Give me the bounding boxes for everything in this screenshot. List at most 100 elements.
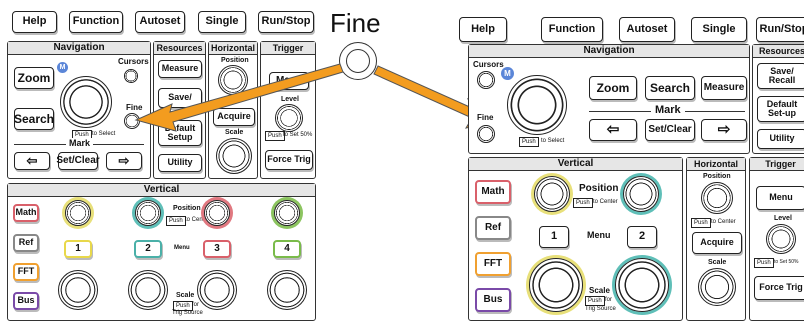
r-save-recall-button[interactable]: Save/ Recall: [757, 63, 804, 89]
ch3-scale-knob[interactable]: [197, 270, 237, 310]
ch2-position-knob[interactable]: [135, 200, 161, 226]
single-button[interactable]: Single: [198, 11, 246, 33]
r-ch2-position-knob[interactable]: [623, 176, 659, 212]
r-utility-button[interactable]: Utility: [757, 129, 804, 149]
r-v-trig-source-label: Trig Source: [585, 306, 616, 312]
r-h-scale-knob[interactable]: [698, 268, 736, 306]
r-horizontal-title: Horizontal: [687, 158, 745, 171]
search-button[interactable]: Search: [14, 108, 54, 130]
acquire-button[interactable]: Acquire: [213, 108, 255, 126]
v-push-for-label: Push: [173, 301, 193, 311]
help-button[interactable]: Help: [12, 11, 57, 33]
ch4-position-knob[interactable]: [274, 200, 300, 226]
r-ch1-scale-knob[interactable]: [529, 258, 583, 312]
ch4-scale-knob[interactable]: [267, 270, 307, 310]
to-select-label: to Select: [92, 131, 116, 137]
r-trigger-section: Trigger Menu Level Push to Set 50% Force…: [749, 157, 804, 321]
fine-callout-circle-inner: [346, 49, 370, 73]
navigation-section: Navigation Zoom M Search Cursors Fine Pu…: [7, 41, 151, 179]
autoset-button[interactable]: Autoset: [135, 11, 185, 33]
r-fine-button[interactable]: [477, 125, 495, 143]
fft-button[interactable]: FFT: [13, 263, 39, 281]
horizontal-title: Horizontal: [209, 42, 257, 55]
resources-title: Resources: [154, 42, 205, 55]
r-next-mark-button[interactable]: ⇨: [701, 119, 747, 141]
r-fft-button[interactable]: FFT: [475, 252, 511, 276]
mark-label: Mark: [66, 138, 94, 148]
h-position-label: Position: [221, 57, 249, 64]
run-stop-button[interactable]: Run/Stop: [258, 11, 314, 33]
next-mark-button[interactable]: ⇨: [106, 152, 142, 170]
r-default-setup-button[interactable]: Default Set-up: [757, 96, 804, 122]
horizontal-position-knob[interactable]: [218, 65, 248, 95]
set-clear-button[interactable]: Set/Clear: [56, 152, 100, 170]
multipurpose-knob[interactable]: [60, 76, 112, 128]
ch1-button[interactable]: 1: [64, 240, 92, 258]
r-ch1-position-knob[interactable]: [534, 176, 570, 212]
h-scale-label: Scale: [225, 129, 244, 136]
bus-button[interactable]: Bus: [13, 292, 39, 310]
ch3-button[interactable]: 3: [203, 240, 231, 258]
r-ch1-button[interactable]: 1: [539, 226, 569, 248]
cursors-knob[interactable]: [124, 69, 138, 83]
r-acquire-button[interactable]: Acquire: [692, 232, 742, 254]
ref-button[interactable]: Ref: [13, 234, 39, 252]
r-multipurpose-knob[interactable]: [507, 75, 567, 135]
ch1-scale-knob[interactable]: [58, 270, 98, 310]
ch2-button[interactable]: 2: [134, 240, 162, 258]
r-help-button[interactable]: Help: [459, 17, 507, 42]
r-ch2-button[interactable]: 2: [627, 226, 657, 248]
r-set-clear-button[interactable]: Set/Clear: [645, 119, 695, 141]
r-prev-mark-button[interactable]: ⇦: [589, 119, 637, 141]
r-force-trig-button[interactable]: Force Trig: [754, 276, 804, 300]
zoom-button[interactable]: Zoom: [14, 67, 54, 89]
trigger-push-label: Push: [265, 131, 285, 141]
v-scale-label: Scale: [176, 292, 195, 299]
r-zoom-button[interactable]: Zoom: [589, 76, 637, 100]
utility-button[interactable]: Utility: [158, 154, 202, 172]
math-button[interactable]: Math: [13, 204, 39, 222]
r-ch2-scale-knob[interactable]: [615, 258, 669, 312]
ch2-scale-knob[interactable]: [128, 270, 168, 310]
r-vertical-title: Vertical: [469, 158, 682, 171]
trigger-level-label: Level: [281, 96, 299, 103]
vertical-section: Vertical Math Ref FFT Bus Position Push …: [7, 183, 316, 321]
r-trigger-level-knob[interactable]: [766, 224, 796, 254]
r-autoset-button[interactable]: Autoset: [619, 17, 675, 42]
r-run-stop-button[interactable]: Run/Stop: [756, 17, 804, 42]
v-push-center-label: Push: [166, 216, 186, 226]
v-position-label: Position: [173, 205, 201, 212]
r-mark-label: Mark: [651, 104, 685, 116]
r-single-button[interactable]: Single: [691, 17, 747, 42]
r-trigger-menu-button[interactable]: Menu: [756, 186, 804, 210]
prev-mark-button[interactable]: ⇦: [14, 152, 50, 170]
r-v-position-label: Position: [579, 183, 619, 194]
r-v-push-for-label: Push: [585, 296, 605, 306]
force-trig-button[interactable]: Force Trig: [265, 150, 313, 170]
r-v-for-label: for: [605, 297, 613, 303]
function-button[interactable]: Function: [69, 11, 123, 33]
fine-label: Fine: [126, 103, 143, 112]
measure-button[interactable]: Measure: [158, 60, 202, 78]
r-cursors-knob[interactable]: [477, 71, 495, 89]
r-math-button[interactable]: Math: [475, 180, 511, 204]
v-menu-label: Menu: [174, 245, 190, 251]
r-measure-button[interactable]: Measure: [701, 76, 747, 100]
r-save-recall-label: Save/ Recall: [768, 65, 796, 85]
r-function-button[interactable]: Function: [541, 17, 603, 42]
save-recall-button[interactable]: Save/: [158, 88, 202, 108]
r-h-position-knob[interactable]: [701, 182, 733, 214]
v-trig-source-label: Trig Source: [172, 310, 203, 316]
r-trigger-to-set-label: to Set 50%: [774, 259, 799, 265]
r-search-button[interactable]: Search: [645, 76, 695, 100]
ch4-button[interactable]: 4: [273, 240, 301, 258]
ch3-position-knob[interactable]: [204, 200, 230, 226]
horizontal-scale-knob[interactable]: [216, 138, 252, 174]
v-to-center-label: to Center: [185, 217, 210, 223]
vertical-title: Vertical: [8, 184, 315, 197]
r-bus-button[interactable]: Bus: [475, 288, 511, 312]
trigger-level-knob[interactable]: [275, 104, 303, 132]
ch1-position-knob[interactable]: [65, 200, 91, 226]
r-v-scale-label: Scale: [589, 286, 610, 295]
r-ref-button[interactable]: Ref: [475, 216, 511, 240]
